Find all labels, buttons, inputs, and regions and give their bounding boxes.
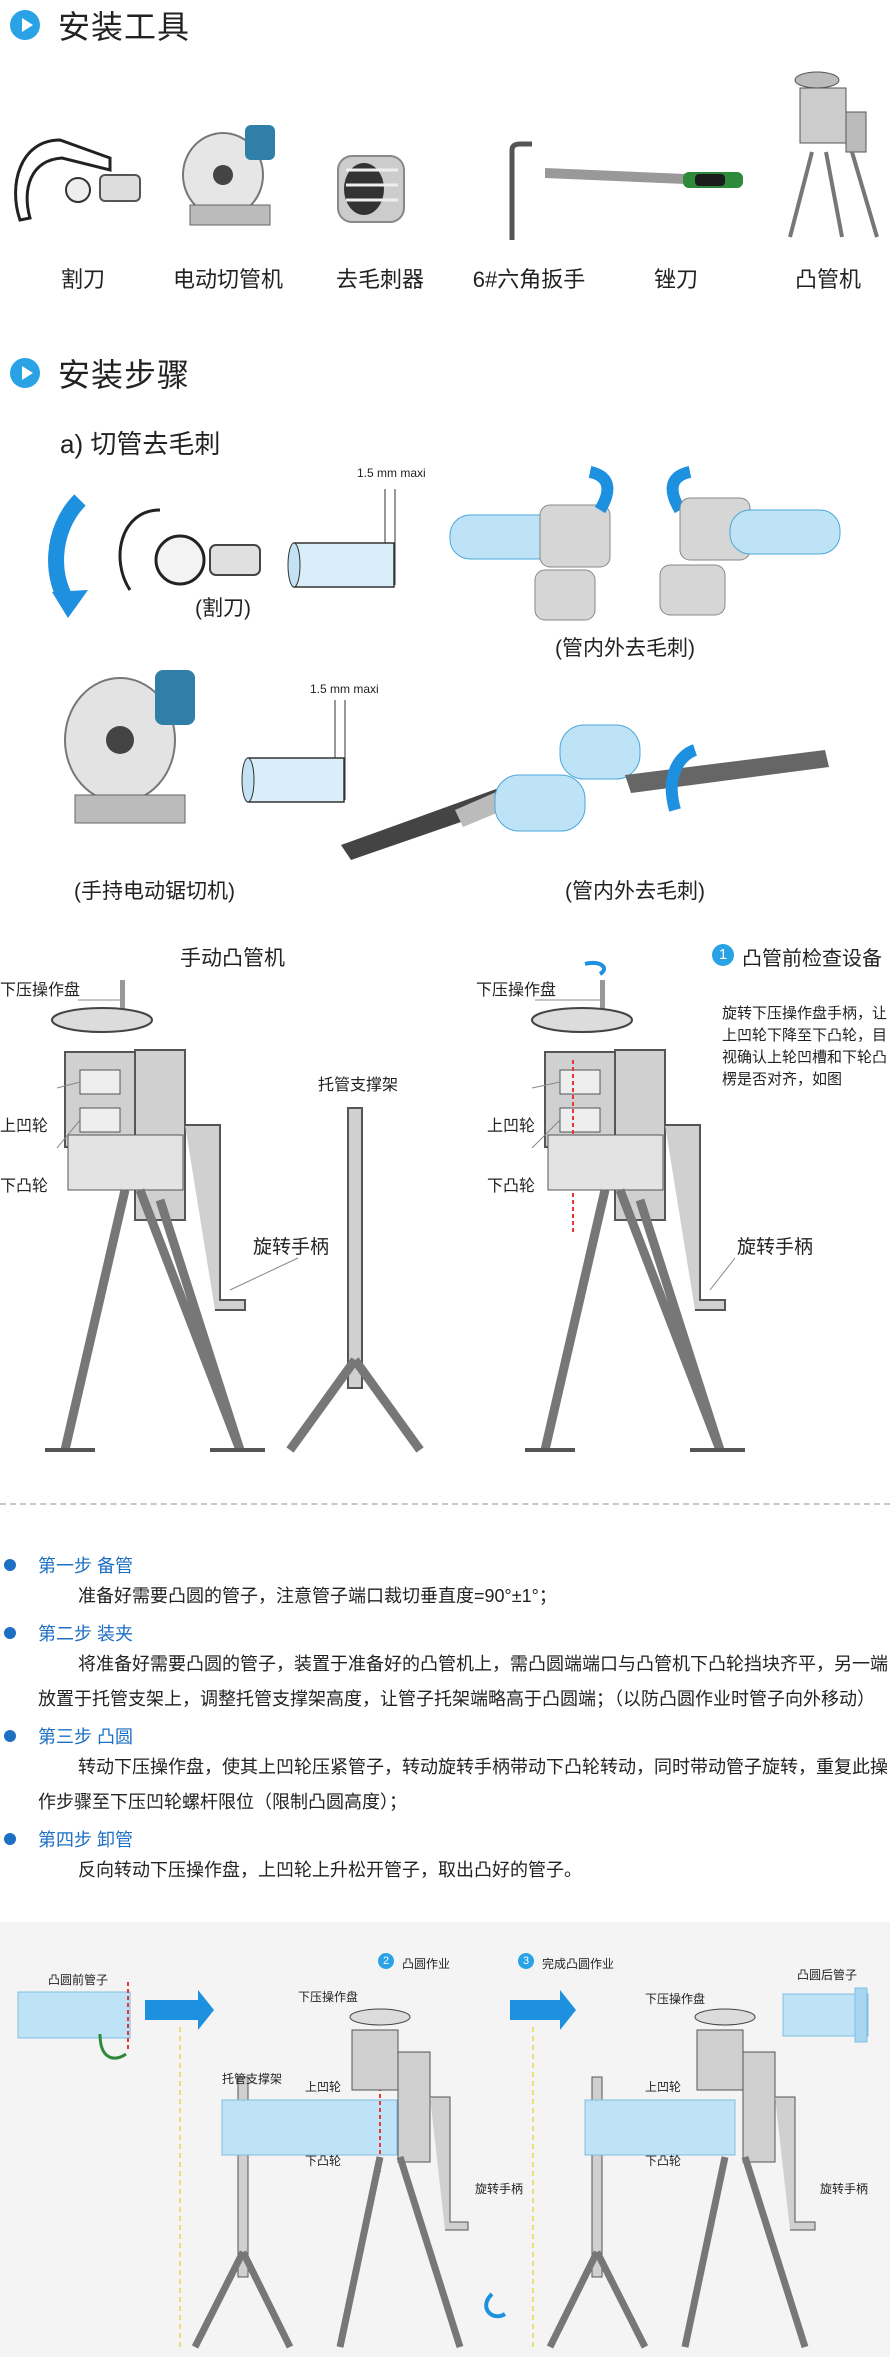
- label-stand-mid: 托管支撑架: [222, 2072, 283, 2086]
- tool-label-deburrer: 去毛刺器: [335, 267, 424, 292]
- sub-heading-cut-deburr: a) 切管去毛刺: [60, 429, 221, 459]
- steps-heading: 安装步骤: [10, 350, 190, 396]
- tool-label-file: 锉刀: [653, 267, 698, 292]
- label-lower-wheel-mid: 下凸轮: [305, 2154, 342, 2168]
- step-2-text-line-2: 放置于托管支架上，调整托管支撑架高度，让管子托架端略高于凸圆端；（以防凸圆作业时…: [38, 1689, 875, 1709]
- deburr-pipe-illustration-1: [449, 466, 841, 621]
- step-2-text-line-1: 将准备好需要凸圆的管子，装置于准备好的凸管机上，需凸圆端端口与凸管机下凸轮挡块齐…: [78, 1654, 888, 1674]
- manual-bender-diagram-right: [525, 961, 745, 1452]
- label-upper-wheel-right: 上凹轮: [487, 1118, 536, 1135]
- label-handle-end: 旋转手柄: [820, 2182, 869, 2196]
- machine-title: 手动凸管机: [180, 947, 285, 970]
- hand-saw-illustration: [64, 670, 195, 824]
- step-2-title: 第二步 装夹: [4, 1620, 133, 1646]
- label-lower-wheel-right: 下凸轮: [487, 1178, 536, 1195]
- process-diagram-illustration: [17, 1982, 869, 2349]
- label-lower-disk-mid: 下压操作盘: [298, 1990, 359, 2004]
- label-lower-disk-end: 下压操作盘: [645, 1992, 706, 2006]
- tool-label-cutter: 割刀: [60, 267, 105, 292]
- check-text: 旋转下压操作盘手柄，让 上凹轮下降至下凸轮，目 视确认上轮凹槽和下轮凸 楞是否对…: [722, 1005, 888, 1088]
- dimension-label-2: 1.5 mm maxi: [310, 682, 379, 696]
- step-3-text-line-2: 作步骤至下压凹轮螺杆限位（限制凸圆高度）；: [38, 1792, 407, 1812]
- caption-deburr-1: (管内外去毛刺): [555, 637, 695, 660]
- step-4-title: 第四步 卸管: [4, 1826, 133, 1852]
- label-upper-wheel-left: 上凹轮: [0, 1118, 49, 1135]
- step2-number-badge: 2: [378, 1953, 394, 1969]
- label-lower-disk-right: 下压操作盘: [476, 982, 557, 999]
- tool-label-electric-cutter: 电动切管机: [172, 267, 283, 292]
- section-divider: [0, 1503, 890, 1505]
- caption-deburr-2: (管内外去毛刺): [565, 880, 705, 903]
- check-number-badge: 1: [712, 944, 734, 966]
- step-3-title: 第三步 凸圆: [4, 1723, 133, 1749]
- tool-label-hex-wrench: 6#六角扳手: [472, 267, 586, 292]
- label-lower-disk-left: 下压操作盘: [0, 982, 81, 999]
- tool-label-bender: 凸管机: [794, 267, 861, 292]
- manual-bender-diagram-left: [45, 980, 424, 1453]
- pipe-cutter-illustration: [14, 138, 141, 222]
- play-icon: [10, 358, 40, 388]
- caption-hand-saw: (手持电动锯切机): [74, 880, 235, 903]
- label-step2: 凸圆作业: [402, 1957, 451, 1971]
- label-upper-wheel-mid: 上凹轮: [305, 2080, 342, 2094]
- deburr-pipe-illustration-2: [341, 724, 829, 860]
- label-after-pipe: 凸圆后管子: [797, 1968, 858, 1982]
- check-title: 凸管前检查设备: [742, 948, 882, 970]
- file-tool-illustration: [545, 168, 743, 188]
- label-upper-wheel-end: 上凹轮: [645, 2080, 682, 2094]
- electric-saw-illustration: [182, 125, 275, 226]
- pipe-bender-machine-illustration: [788, 71, 879, 238]
- label-handle-mid: 旋转手柄: [475, 2182, 524, 2196]
- play-icon: [10, 10, 40, 40]
- label-handle-right: 旋转手柄: [737, 1237, 814, 1258]
- step-4-text: 反向转动下压操作盘，上凹轮上升松开管子，取出凸好的管子。: [78, 1860, 582, 1880]
- label-lower-wheel-left: 下凸轮: [0, 1178, 49, 1195]
- label-lower-wheel-end: 下凸轮: [645, 2154, 682, 2168]
- bullet-icon: [4, 1559, 16, 1571]
- dimension-label-1: 1.5 mm maxi: [357, 466, 426, 480]
- step3-number-badge: 3: [518, 1953, 534, 1969]
- tools-heading: 安装工具: [10, 2, 190, 48]
- label-stand: 托管支撑架: [318, 1077, 399, 1094]
- step-1-text: 准备好需要凸圆的管子，注意管子端口裁切垂直度=90°±1°；: [78, 1586, 557, 1606]
- bullet-icon: [4, 1730, 16, 1742]
- step-1-title: 第一步 备管: [4, 1552, 133, 1578]
- caption-cutter: (割刀): [195, 597, 251, 620]
- bullet-icon: [4, 1833, 16, 1845]
- label-step3: 完成凸圆作业: [542, 1957, 615, 1971]
- deburr-tool-illustration: [337, 155, 405, 223]
- pipe-end-dimension-illustration-2: [241, 700, 346, 803]
- cutter-rotation-illustration: [48, 494, 261, 618]
- step-3-text-line-1: 转动下压操作盘，使其上凹轮压紧管子，转动旋转手柄带动下凸轮转动，同时带动管子旋转…: [78, 1757, 888, 1777]
- pipe-end-dimension-illustration: [287, 489, 396, 588]
- hex-wrench-illustration: [509, 141, 532, 240]
- bullet-icon: [4, 1627, 16, 1639]
- label-handle-left: 旋转手柄: [253, 1237, 330, 1258]
- label-before-pipe: 凸圆前管子: [48, 1973, 109, 1987]
